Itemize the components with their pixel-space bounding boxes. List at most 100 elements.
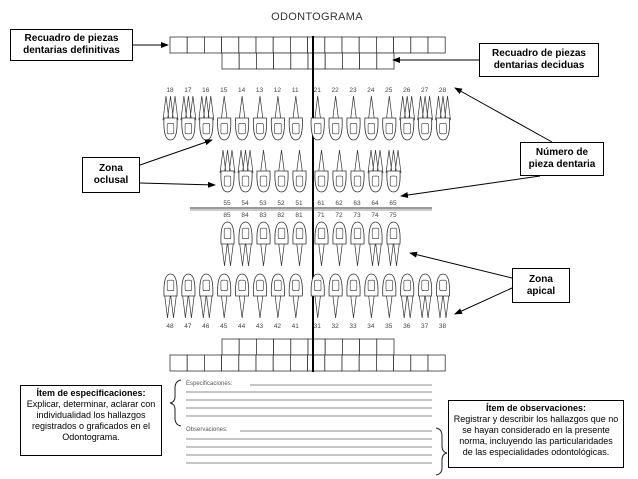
tooth-crown xyxy=(386,221,401,245)
tooth-crown xyxy=(274,170,289,193)
tooth-root xyxy=(375,241,382,267)
tooth-number-label: 48 xyxy=(166,323,174,330)
tooth-crown xyxy=(163,273,178,297)
tooth-root xyxy=(274,293,282,319)
recording-cell xyxy=(341,338,360,356)
recording-cell xyxy=(375,354,394,372)
recording-cell xyxy=(289,36,308,54)
tooth-number-label: 32 xyxy=(331,323,339,330)
tooth-crown xyxy=(364,273,379,297)
upper-permanent-tooth xyxy=(252,95,268,141)
tooth-number-label: 33 xyxy=(349,323,357,330)
tooth-root xyxy=(394,149,402,174)
tooth-crown xyxy=(274,221,289,245)
deciduous-box-callout: Recuadro de piezas dentarias deciduas xyxy=(479,43,599,77)
recording-cell xyxy=(273,52,292,70)
recording-cell xyxy=(272,36,291,54)
tooth-root xyxy=(292,95,300,121)
tooth-root xyxy=(199,293,207,319)
upper-deciduous-tooth xyxy=(332,149,347,193)
callout-arrow xyxy=(139,139,213,166)
tooth-root xyxy=(387,241,394,267)
tooth-crown xyxy=(332,170,347,193)
tooth-root xyxy=(424,293,432,319)
tooth-root xyxy=(220,95,228,121)
occlusal-surface xyxy=(367,279,376,292)
tooth-crown xyxy=(332,221,347,245)
recording-cell xyxy=(358,36,377,54)
callout-line: Número de xyxy=(535,147,589,158)
tooth-root xyxy=(372,149,379,174)
upper-deciduous-tooth xyxy=(367,149,384,193)
occlusal-surface xyxy=(421,122,429,135)
recording-cell xyxy=(272,354,291,372)
tooth-root xyxy=(435,95,442,121)
occlusal-surface xyxy=(241,175,250,187)
recording-cell xyxy=(290,338,309,356)
recording-cell xyxy=(203,36,222,54)
occlusal-surface xyxy=(274,279,282,292)
recording-cell xyxy=(341,52,360,70)
tooth-crown xyxy=(181,273,196,297)
occlusal-surface xyxy=(166,122,175,135)
lower-permanent-tooth xyxy=(382,273,397,319)
tooth-root xyxy=(399,95,407,121)
occlusal-zone-callout: Zona oclusal xyxy=(82,157,140,193)
recording-cell xyxy=(169,36,188,54)
lower-permanent-tooth xyxy=(217,273,232,319)
recording-cell xyxy=(238,354,257,372)
tooth-crown xyxy=(220,221,235,245)
tooth-number-label: 31 xyxy=(314,323,322,330)
upper-permanent-tooth xyxy=(417,95,433,141)
occlusal-surface xyxy=(295,227,304,240)
tooth-number-label: 81 xyxy=(295,212,303,219)
tooth-root xyxy=(246,149,254,174)
recording-cell xyxy=(410,36,429,54)
tooth-root xyxy=(400,293,408,319)
callout-line: Zona xyxy=(529,273,553,285)
tooth-number-label: 14 xyxy=(238,87,246,94)
recording-cell xyxy=(186,36,205,54)
callout-line: Zona xyxy=(99,163,123,174)
tooth-root xyxy=(237,149,245,174)
tooth-crown xyxy=(435,117,451,141)
tooth-number-label: 82 xyxy=(277,212,285,219)
tooth-number-label: 28 xyxy=(439,87,447,94)
tooth-crown xyxy=(310,117,325,141)
tooth-number-label: 11 xyxy=(292,87,299,94)
occlusal-surface xyxy=(184,122,193,135)
tooth-number-label: 38 xyxy=(439,323,447,330)
recording-cell xyxy=(238,52,257,70)
tooth-crown xyxy=(418,273,433,297)
upper-permanent-tooth xyxy=(346,95,361,141)
tooth-root xyxy=(162,95,170,121)
tooth-root xyxy=(189,95,197,121)
callout-arrow xyxy=(400,175,541,198)
tooth-root xyxy=(318,241,325,267)
lower-permanent-tooth xyxy=(328,273,343,319)
recording-cell xyxy=(255,36,274,54)
tooth-crown xyxy=(418,117,433,141)
occlusal-surface xyxy=(371,227,380,240)
tooth-number-label: 13 xyxy=(256,87,264,94)
tooth-root xyxy=(385,95,393,121)
lower-deciduous-tooth xyxy=(368,221,383,267)
tooth-root xyxy=(278,149,285,174)
tooth-root xyxy=(444,95,451,121)
tooth-crown xyxy=(386,170,401,193)
lower-deciduous-tooth xyxy=(332,221,347,267)
recording-cell xyxy=(324,354,343,372)
tooth-root xyxy=(221,241,228,267)
tooth-root xyxy=(260,149,267,174)
callout-line: dentarias definitivas xyxy=(23,45,120,56)
tooth-crown xyxy=(346,273,361,297)
callout-arrow xyxy=(454,287,513,315)
tooth-root xyxy=(368,95,375,121)
tooth-crown xyxy=(270,273,285,297)
tooth-root xyxy=(198,95,206,121)
recording-cell xyxy=(324,36,343,54)
tooth-root xyxy=(332,293,339,319)
tooth-root xyxy=(296,149,303,174)
occlusal-surface xyxy=(292,279,300,292)
tooth-crown xyxy=(256,221,271,245)
